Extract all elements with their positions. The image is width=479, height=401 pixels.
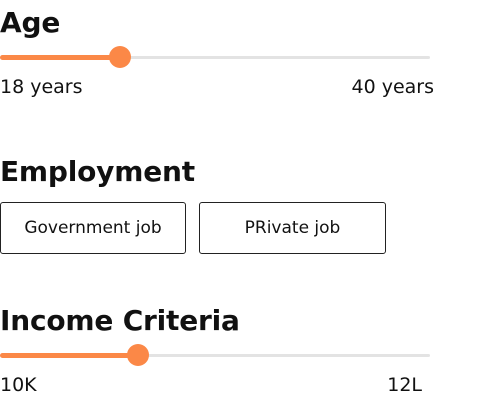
employment-heading: Employment: [0, 155, 195, 188]
age-heading: Age: [0, 6, 61, 39]
income-slider-thumb[interactable]: [126, 344, 149, 366]
income-slider-track[interactable]: [0, 354, 430, 357]
age-slider-thumb[interactable]: [109, 46, 132, 68]
income-heading: Income Criteria: [0, 304, 240, 337]
age-min-label: 18 years: [0, 76, 83, 98]
age-slider[interactable]: [0, 45, 430, 71]
age-slider-track[interactable]: [0, 56, 430, 59]
income-slider-fill: [0, 353, 138, 358]
age-slider-fill: [0, 55, 121, 60]
income-max-label: 12L: [387, 374, 422, 396]
income-slider[interactable]: [0, 343, 430, 369]
income-min-label: 10K: [0, 374, 37, 396]
private-job-button[interactable]: PRivate job: [199, 202, 386, 254]
age-max-label: 40 years: [351, 76, 434, 98]
government-job-button[interactable]: Government job: [0, 202, 186, 254]
